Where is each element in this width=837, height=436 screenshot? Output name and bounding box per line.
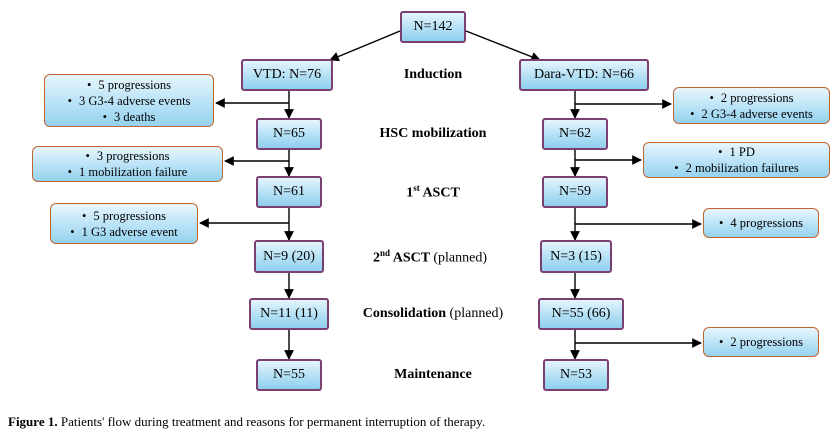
- reason-item: 5 progressions: [87, 77, 171, 93]
- reason-item: 4 progressions: [719, 215, 803, 231]
- reason-item: 3 G3-4 adverse events: [68, 93, 190, 109]
- daravtd-consolidation-reasons: 2 progressions: [703, 327, 819, 357]
- vtd-mobilization-node: N=65: [256, 118, 322, 150]
- total-patients-node: N=142: [400, 11, 466, 43]
- daravtd-consolidation-node: N=55 (66): [538, 298, 624, 330]
- stage-label: Maintenance: [394, 367, 472, 382]
- reason-item: 3 progressions: [86, 148, 170, 164]
- stage-note: (planned): [433, 250, 487, 266]
- daravtd-mobilization-reasons: 1 PD 2 mobilization failures: [643, 142, 830, 178]
- daravtd-mobilization-node: N=62: [542, 118, 608, 150]
- daravtd-asct1-reasons: 4 progressions: [703, 208, 819, 238]
- reason-item: 2 mobilization failures: [674, 160, 799, 176]
- reason-item: 1 PD: [718, 144, 755, 160]
- vtd-induction-reasons: 5 progressions 3 G3-4 adverse events 3 d…: [44, 74, 214, 127]
- stage-label: Consolidation: [362, 306, 447, 321]
- stage-induction: Induction: [404, 67, 462, 83]
- figure-label: Figure 1.: [8, 414, 58, 429]
- reason-item: 5 progressions: [82, 208, 166, 224]
- vtd-maintenance-node: N=55: [256, 359, 322, 391]
- reason-item: 1 G3 adverse event: [70, 224, 178, 240]
- stage-label: 1: [406, 185, 414, 201]
- daravtd-induction-node: Dara-VTD: N=66: [519, 59, 649, 91]
- stage-label: Induction: [403, 67, 463, 82]
- arrow-to-daravtd: [465, 30, 541, 62]
- vtd-mobilization-reasons: 3 progressions 1 mobilization failure: [32, 146, 223, 182]
- vtd-induction-node: VTD: N=76: [241, 59, 333, 91]
- stage-hsc-mobilization: HSC mobilization: [380, 126, 487, 142]
- stage-note: (planned): [449, 306, 504, 321]
- stage-label: HSC mobilization: [379, 126, 487, 141]
- stage-label: 2: [373, 250, 380, 266]
- stage-suffix: ASCT: [390, 250, 430, 266]
- figure-caption-text: Patients' flow during treatment and reas…: [57, 414, 486, 429]
- arrow-to-vtd: [329, 30, 401, 62]
- stage-ordinal: nd: [380, 248, 391, 258]
- stage-second-asct: 2nd ASCT (planned): [373, 248, 487, 267]
- daravtd-induction-reasons: 2 progressions 2 G3-4 adverse events: [673, 87, 830, 124]
- vtd-asct1-node: N=61: [256, 176, 322, 208]
- reason-item: 3 deaths: [103, 109, 155, 125]
- figure-caption: Figure 1. Patients' flow during treatmen…: [8, 414, 485, 430]
- stage-suffix: ASCT: [419, 185, 460, 201]
- vtd-consolidation-node: N=11 (11): [249, 298, 329, 330]
- stage-consolidation: Consolidation (planned): [363, 306, 503, 322]
- vtd-asct1-reasons: 5 progressions 1 G3 adverse event: [50, 203, 198, 244]
- reason-item: 1 mobilization failure: [68, 164, 187, 180]
- stage-first-asct: 1st ASCT: [406, 183, 460, 202]
- reason-item: 2 progressions: [719, 334, 803, 350]
- vtd-asct2-node: N=9 (20): [254, 240, 324, 273]
- daravtd-maintenance-node: N=53: [543, 359, 609, 391]
- stage-maintenance: Maintenance: [394, 367, 472, 383]
- reason-item: 2 G3-4 adverse events: [690, 106, 812, 122]
- daravtd-asct2-node: N=3 (15): [540, 240, 612, 273]
- stage-ordinal: st: [413, 183, 420, 193]
- reason-item: 2 progressions: [710, 90, 794, 106]
- daravtd-asct1-node: N=59: [542, 176, 608, 208]
